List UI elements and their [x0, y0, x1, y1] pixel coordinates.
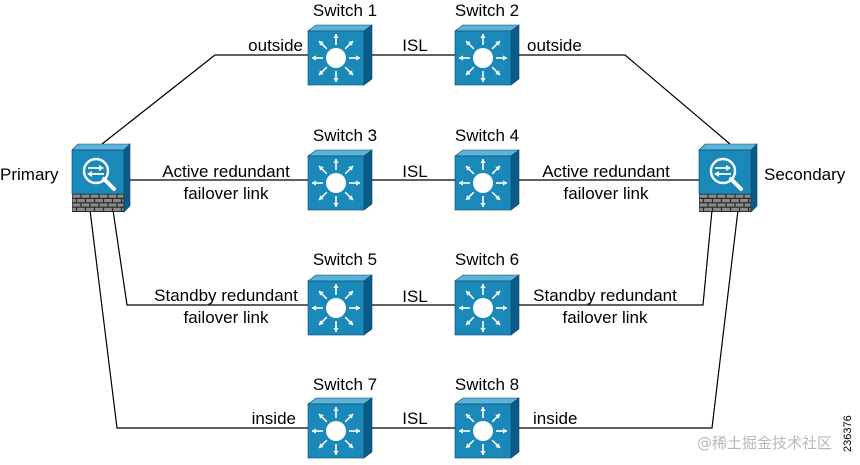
switch-2-icon	[454, 24, 520, 86]
switch-3-icon	[307, 149, 373, 211]
switch-1-label: Switch 1	[312, 1, 378, 20]
isl-label-row-3: ISL	[402, 287, 428, 306]
watermark: @稀土掘金技术社区	[697, 434, 833, 452]
switch-6-label: Switch 6	[454, 250, 520, 269]
outside-wire-left	[101, 54, 308, 145]
inside-label-right: inside	[533, 409, 578, 428]
primary-label: Primary	[0, 165, 59, 184]
switch-8-label: Switch 8	[454, 375, 520, 394]
standby-wire-right	[518, 209, 713, 306]
standby-link-label-left-line2: failover link	[183, 308, 269, 327]
active-link-label-left-line1: Active redundant	[162, 162, 290, 181]
active-link-label-right-line2: failover link	[563, 184, 649, 203]
switch-5-icon	[307, 274, 373, 336]
active-link-label-right-line1: Active redundant	[542, 162, 670, 181]
isl-label-row-1: ISL	[402, 36, 428, 55]
switch-2-label: Switch 2	[454, 1, 520, 20]
switch-4-icon	[454, 149, 520, 211]
figure-id: 236376	[842, 415, 854, 452]
standby-wire-left	[112, 209, 308, 306]
inside-wire-left	[89, 209, 308, 429]
switch-4-label: Switch 4	[454, 126, 520, 145]
secondary-label: Secondary	[764, 165, 846, 184]
inside-wire-right	[518, 209, 739, 429]
switch-8-icon	[454, 397, 520, 459]
standby-link-label-right-line2: failover link	[562, 308, 648, 327]
switch-1-icon	[307, 24, 373, 86]
switch-7-label: Switch 7	[312, 375, 378, 394]
switch-6-icon	[454, 274, 520, 336]
switch-5-label: Switch 5	[312, 250, 378, 269]
outside-label-right: outside	[527, 36, 582, 55]
primary-firewall-icon	[71, 143, 131, 213]
outside-label-left: outside	[248, 36, 303, 55]
switch-7-icon	[307, 397, 373, 459]
standby-link-label-left-line1: Standby redundant	[154, 286, 298, 305]
isl-label-row-4: ISL	[402, 409, 428, 428]
inside-label-left: inside	[251, 409, 296, 428]
switch-3-label: Switch 3	[312, 126, 378, 145]
standby-link-label-right-line1: Standby redundant	[533, 286, 677, 305]
secondary-firewall-icon	[698, 143, 758, 213]
isl-label-row-2: ISL	[402, 162, 428, 181]
active-link-label-left-line2: failover link	[183, 184, 269, 203]
outside-wire-right	[518, 54, 731, 145]
